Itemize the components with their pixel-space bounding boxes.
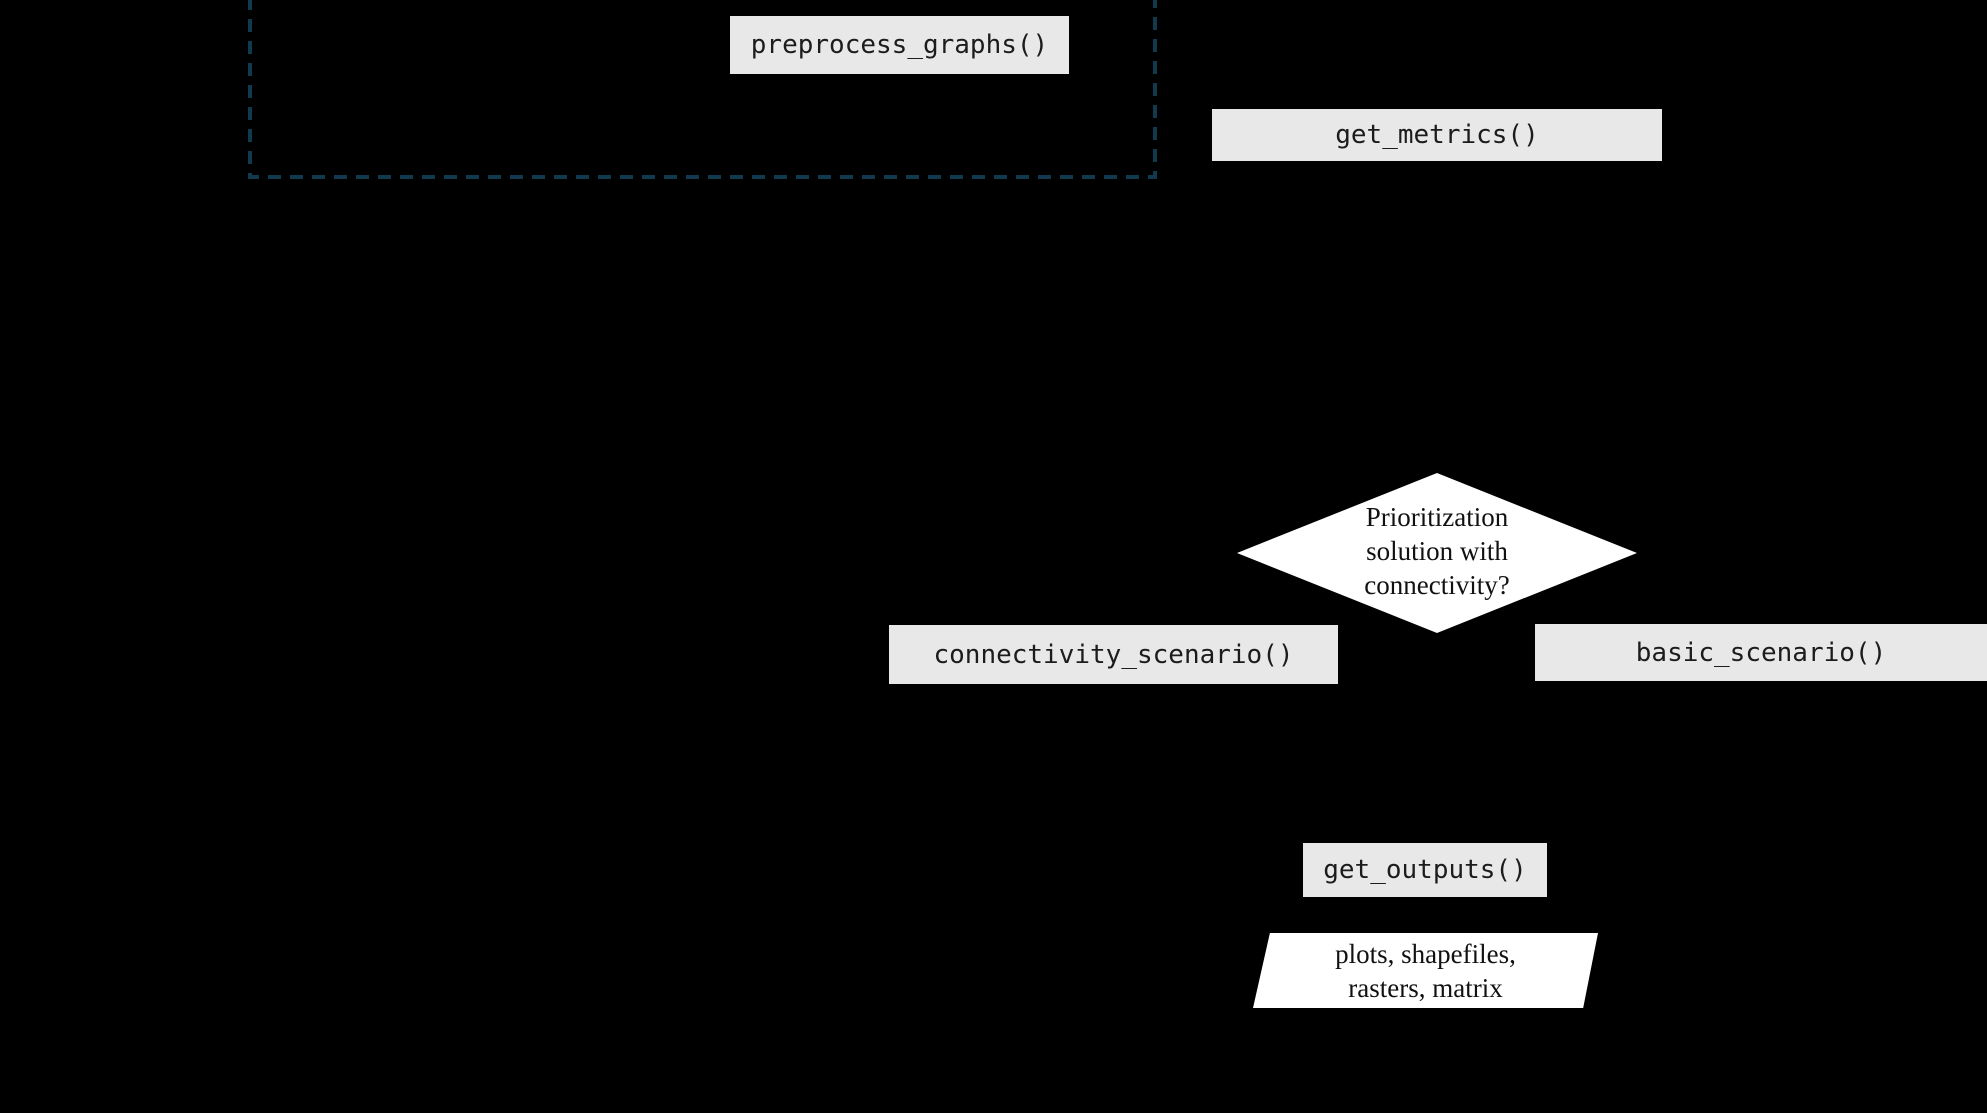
outputs-line-1: plots, shapefiles, (1335, 938, 1516, 969)
basic-scenario-label: basic_scenario() (1635, 637, 1887, 668)
decision-line-3: connectivity? (1364, 570, 1510, 600)
connectivity-scenario-node: connectivity_scenario() (889, 625, 1338, 684)
basic-scenario-node: basic_scenario() (1535, 624, 1987, 681)
decision-text: Prioritization solution with connectivit… (1364, 500, 1509, 602)
preprocess-graphs-node: preprocess_graphs() (730, 16, 1069, 74)
connectivity-scenario-label: connectivity_scenario() (933, 639, 1294, 670)
decision-line-1: Prioritization (1365, 502, 1509, 532)
preprocess-group-dashed-box (248, 0, 1157, 179)
outputs-text: plots, shapefiles, rasters, matrix (1335, 937, 1516, 1005)
prioritization-decision-diamond: Prioritization solution with connectivit… (1237, 473, 1637, 633)
preprocess-graphs-label: preprocess_graphs() (750, 30, 1049, 60)
outputs-parallelogram: plots, shapefiles, rasters, matrix (1253, 933, 1598, 1008)
get-metrics-node: get_metrics() (1212, 109, 1662, 161)
get-outputs-label: get_outputs() (1323, 855, 1527, 885)
outputs-line-2: rasters, matrix (1348, 972, 1503, 1003)
decision-line-2: solution with (1366, 536, 1508, 566)
get-metrics-label: get_metrics() (1335, 120, 1539, 150)
get-outputs-node: get_outputs() (1303, 843, 1547, 897)
